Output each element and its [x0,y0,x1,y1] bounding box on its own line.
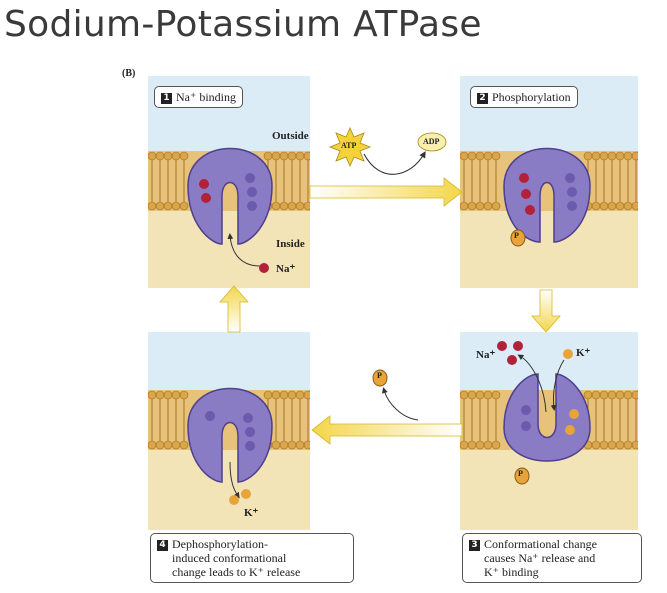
step-4-callout: 4 Dephosphorylation- induced conformation… [150,533,354,583]
step-3-callout: 3 Conformational change causes Na⁺ releas… [462,533,642,583]
sodium-label: Na⁺ [476,349,496,361]
sodium-ion [259,263,269,273]
step-1-callout: 1 Na⁺ binding [154,86,243,108]
sodium-ion [513,341,523,351]
potassium-label: K⁺ [576,347,591,359]
atpase-protein [187,147,273,245]
step-number: 2 [477,93,488,104]
panel-4-illustration [148,332,310,530]
sodium-ion [525,205,535,215]
potassium-ion [241,489,251,499]
phosphate-label: P [377,371,382,380]
atp-label: ATP [341,141,357,150]
released-phosphate [372,369,419,421]
step-title: Na⁺ binding [176,90,236,104]
step-line: induced conformational [172,551,287,565]
atp-burst [328,127,372,167]
sodium-ion [507,355,517,365]
step-line: Dephosphorylation- [172,537,268,551]
step-number: 4 [157,540,168,551]
potassium-ion [229,495,239,505]
adp-bubble [417,132,447,152]
step-line: Conformational change [484,537,597,551]
step-line: change leads to K⁺ release [172,565,301,579]
atpase-protein [503,373,591,462]
inside-label: Inside [276,238,305,250]
panel-2-illustration [460,76,638,288]
step-number: 3 [469,540,480,551]
slide-title: Sodium-Potassium ATPase [4,4,482,45]
sodium-ion [519,173,529,183]
phosphate-group [372,369,388,387]
sodium-ion [497,341,507,351]
phosphate-group [514,467,530,485]
sodium-ion [199,179,209,189]
adp-label: ADP [423,137,440,146]
sodium-ion [521,189,531,199]
potassium-ion [563,349,573,359]
potassium-ion [569,409,579,419]
potassium-ion [565,425,575,435]
potassium-label: K⁺ [244,507,259,519]
sodium-label: Na⁺ [276,263,296,275]
arrow-step3-to-4 [311,415,463,445]
arrow-step4-to-1 [219,285,249,333]
step-title: Phosphorylation [492,90,571,104]
arrow-step2-to-3 [531,289,561,333]
panel-step-3: Na⁺ K⁺ P [460,332,638,530]
phosphate-label: P [518,469,523,478]
step-line: causes Na⁺ release and [484,551,596,565]
step-number: 1 [161,93,172,104]
panel-letter: (B) [122,68,136,79]
sodium-ion [201,193,211,203]
step-2-callout: 2 Phosphorylation [470,86,578,108]
arrow-step1-to-2 [309,177,463,207]
panel-3-illustration [460,332,638,530]
panel-step-4: K⁺ [148,332,310,530]
panel-step-2: P [460,76,638,288]
outside-label: Outside [272,130,309,142]
atp-reaction [328,127,447,175]
atpase-protein [503,147,591,243]
phosphate-group [510,229,526,247]
step-line: K⁺ binding [484,565,539,579]
phosphate-label: P [514,231,519,240]
